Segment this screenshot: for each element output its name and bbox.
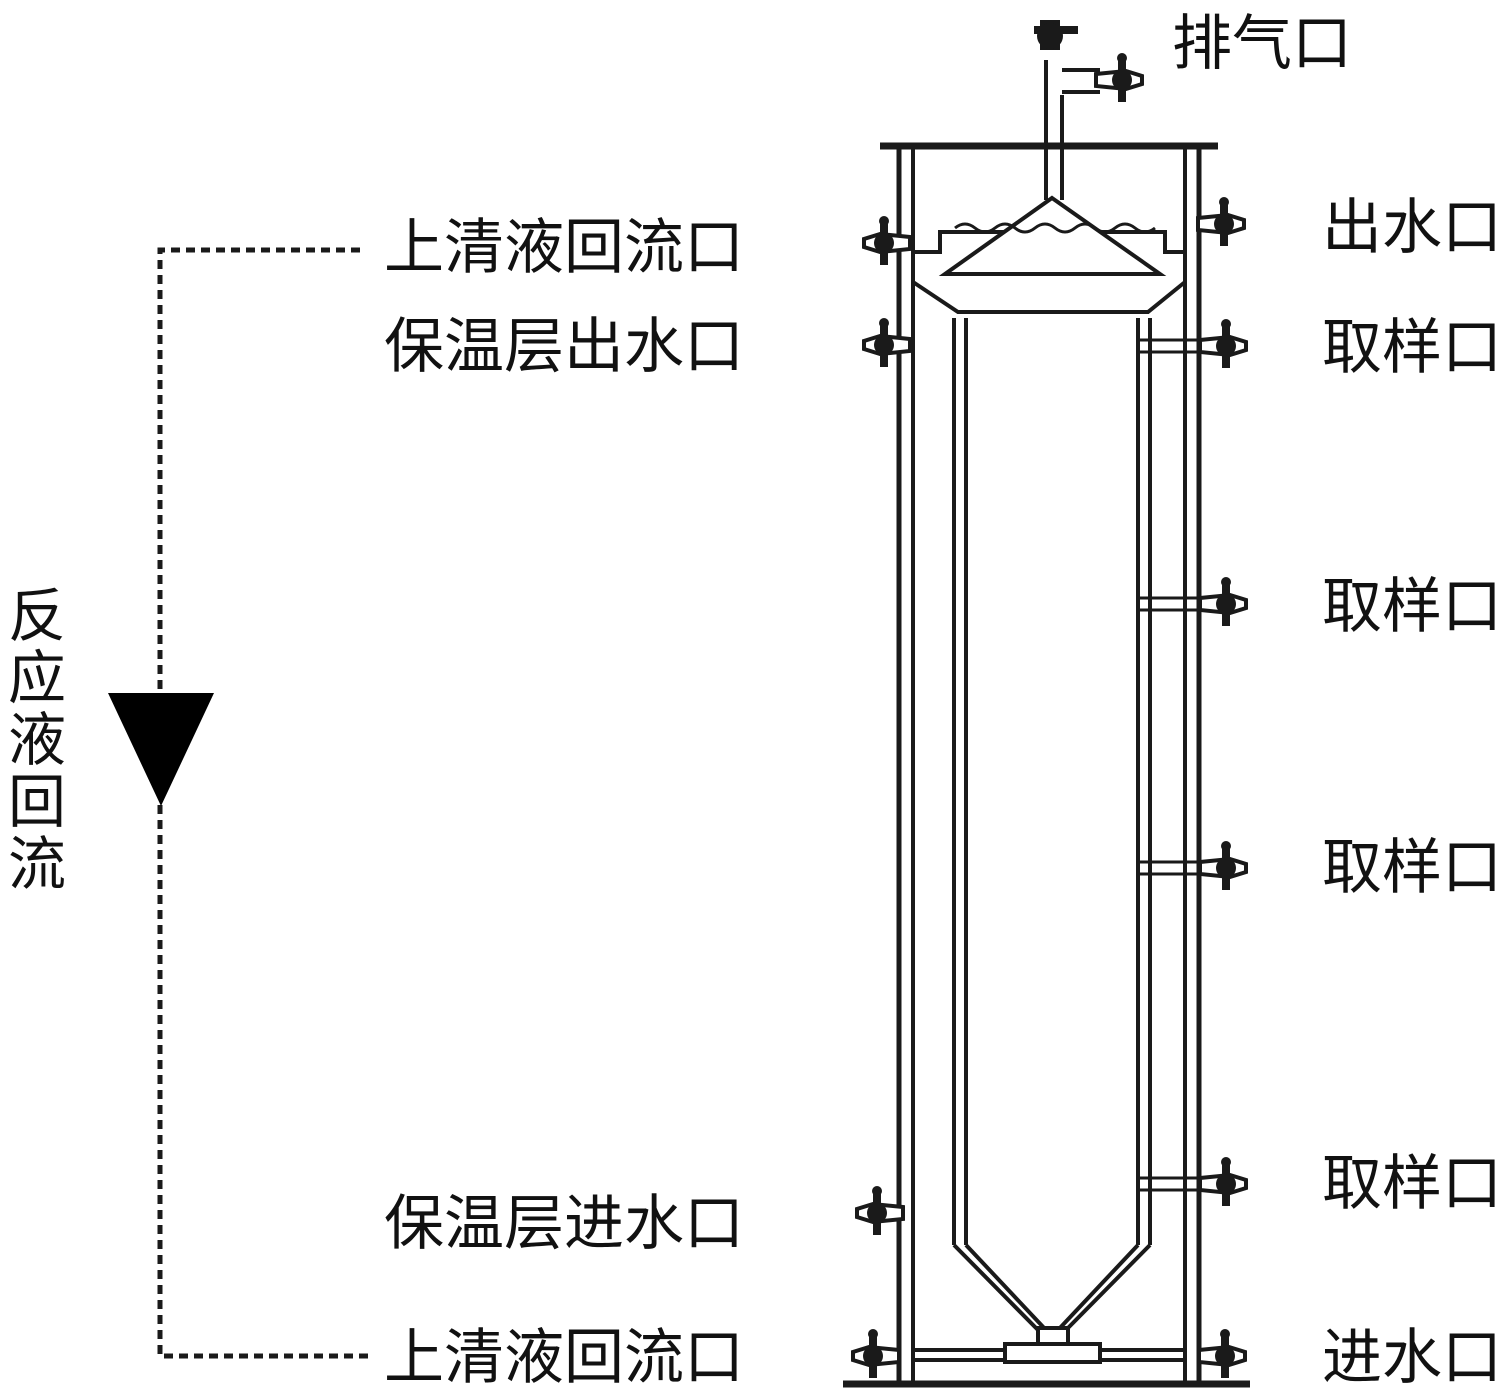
label-insulation-inlet: 保温层进水口 [384,1189,744,1259]
reflux-loop [157,247,370,1359]
reflux-line-bottom [157,805,370,1359]
label-sampling-4: 取样口 [1322,1149,1502,1219]
valve-icon [862,214,912,267]
gas-separator-hood [938,60,1167,276]
valve-icon [1198,839,1248,892]
exhaust-valve-icon [1034,20,1144,104]
label-outlet-top: 出水口 [1322,193,1502,263]
label-supernatant-return-bottom: 上清液回流口 [384,1323,744,1392]
outer-jacket [843,142,1250,1388]
reflux-char: 液 [8,706,66,774]
reflux-char: 反 [8,582,66,650]
valve-icon [1198,575,1248,628]
label-supernatant-return-top: 上清液回流口 [384,213,744,283]
valve-icon [851,1327,901,1380]
reflux-label: 反 应 液 回 流 [8,582,66,898]
reflux-char: 回 [8,768,66,836]
label-inlet: 进水口 [1322,1323,1502,1392]
valve-icon [1197,1327,1247,1380]
label-sampling-1: 取样口 [1322,313,1502,383]
reflux-arrow-icon [108,693,214,806]
valve-icon [862,316,912,369]
valve-icon [1196,195,1246,248]
reflux-char: 流 [8,830,66,898]
reflux-line-top [157,247,360,695]
valve-icon [1198,317,1248,370]
label-sampling-2: 取样口 [1322,572,1502,642]
valve-icon [1198,1155,1248,1208]
label-sampling-3: 取样口 [1322,833,1502,903]
label-exhaust: 排气口 [1172,9,1352,79]
reflux-char: 应 [8,644,66,712]
right-valves [1140,195,1248,1380]
valve-icon [855,1184,905,1237]
label-insulation-outlet: 保温层出水口 [384,312,744,382]
reactor-column [911,230,1187,1364]
